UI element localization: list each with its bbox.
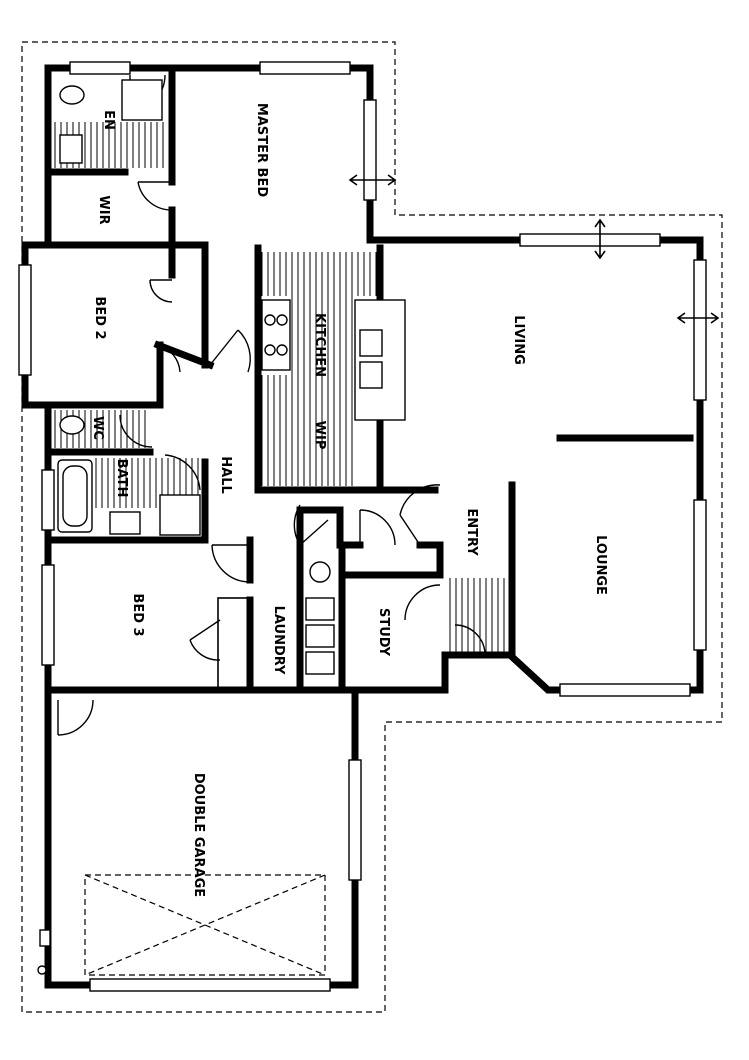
ensuite-vanity (59, 134, 83, 164)
room-label-bed-2: BED 2 (92, 296, 107, 339)
kitchen-floor-hatch-mid (291, 296, 353, 486)
room-label-living: LIVING (511, 315, 526, 365)
hatched-floor-areas (54, 122, 383, 508)
fixtures (37, 79, 406, 975)
windows (18, 61, 707, 992)
room-label-hall: HALL (218, 456, 233, 494)
kitchen-sink (359, 329, 383, 357)
room-label-study: STUDY (376, 608, 391, 657)
kitchen-floor-hatch-top (261, 252, 383, 296)
ensuite-shower (121, 79, 163, 121)
garage-door-outline (84, 874, 326, 976)
property-boundary (21, 41, 723, 1013)
kitchen-island (354, 299, 406, 421)
bath-vanity (109, 511, 141, 535)
room-label-wip: WIP (312, 421, 327, 450)
ensuite-toilet (59, 85, 85, 105)
washer (305, 597, 335, 621)
room-label-en: EN (101, 110, 116, 130)
room-label-lounge: LOUNGE (593, 535, 608, 595)
room-labels: MASTER BED EN WIR BED 2 WC BATH HALL KIT… (90, 103, 608, 897)
bath-shower (159, 494, 201, 536)
laundry-tub (309, 561, 331, 583)
dryer (305, 624, 335, 648)
room-label-entry: ENTRY (464, 508, 479, 556)
kitchen-cooktop (261, 299, 291, 371)
room-label-wc: WC (90, 416, 105, 440)
room-label-bed-3: BED 3 (130, 593, 145, 636)
room-label-bath: BATH (114, 459, 129, 498)
room-label-master-bed: MASTER BED (254, 103, 269, 197)
bed3-robe (217, 597, 251, 689)
wc-toilet (59, 415, 85, 435)
opening-arrows (348, 174, 720, 324)
entry-steps (449, 578, 505, 652)
room-label-kitchen: KITCHEN (312, 313, 327, 377)
kitchen-floor-hatch-left (261, 375, 287, 486)
room-label-laundry: LAUNDRY (271, 606, 286, 675)
room-label-double-garage: DOUBLE GARAGE (191, 773, 206, 897)
room-label-wir: WIR (96, 195, 111, 224)
